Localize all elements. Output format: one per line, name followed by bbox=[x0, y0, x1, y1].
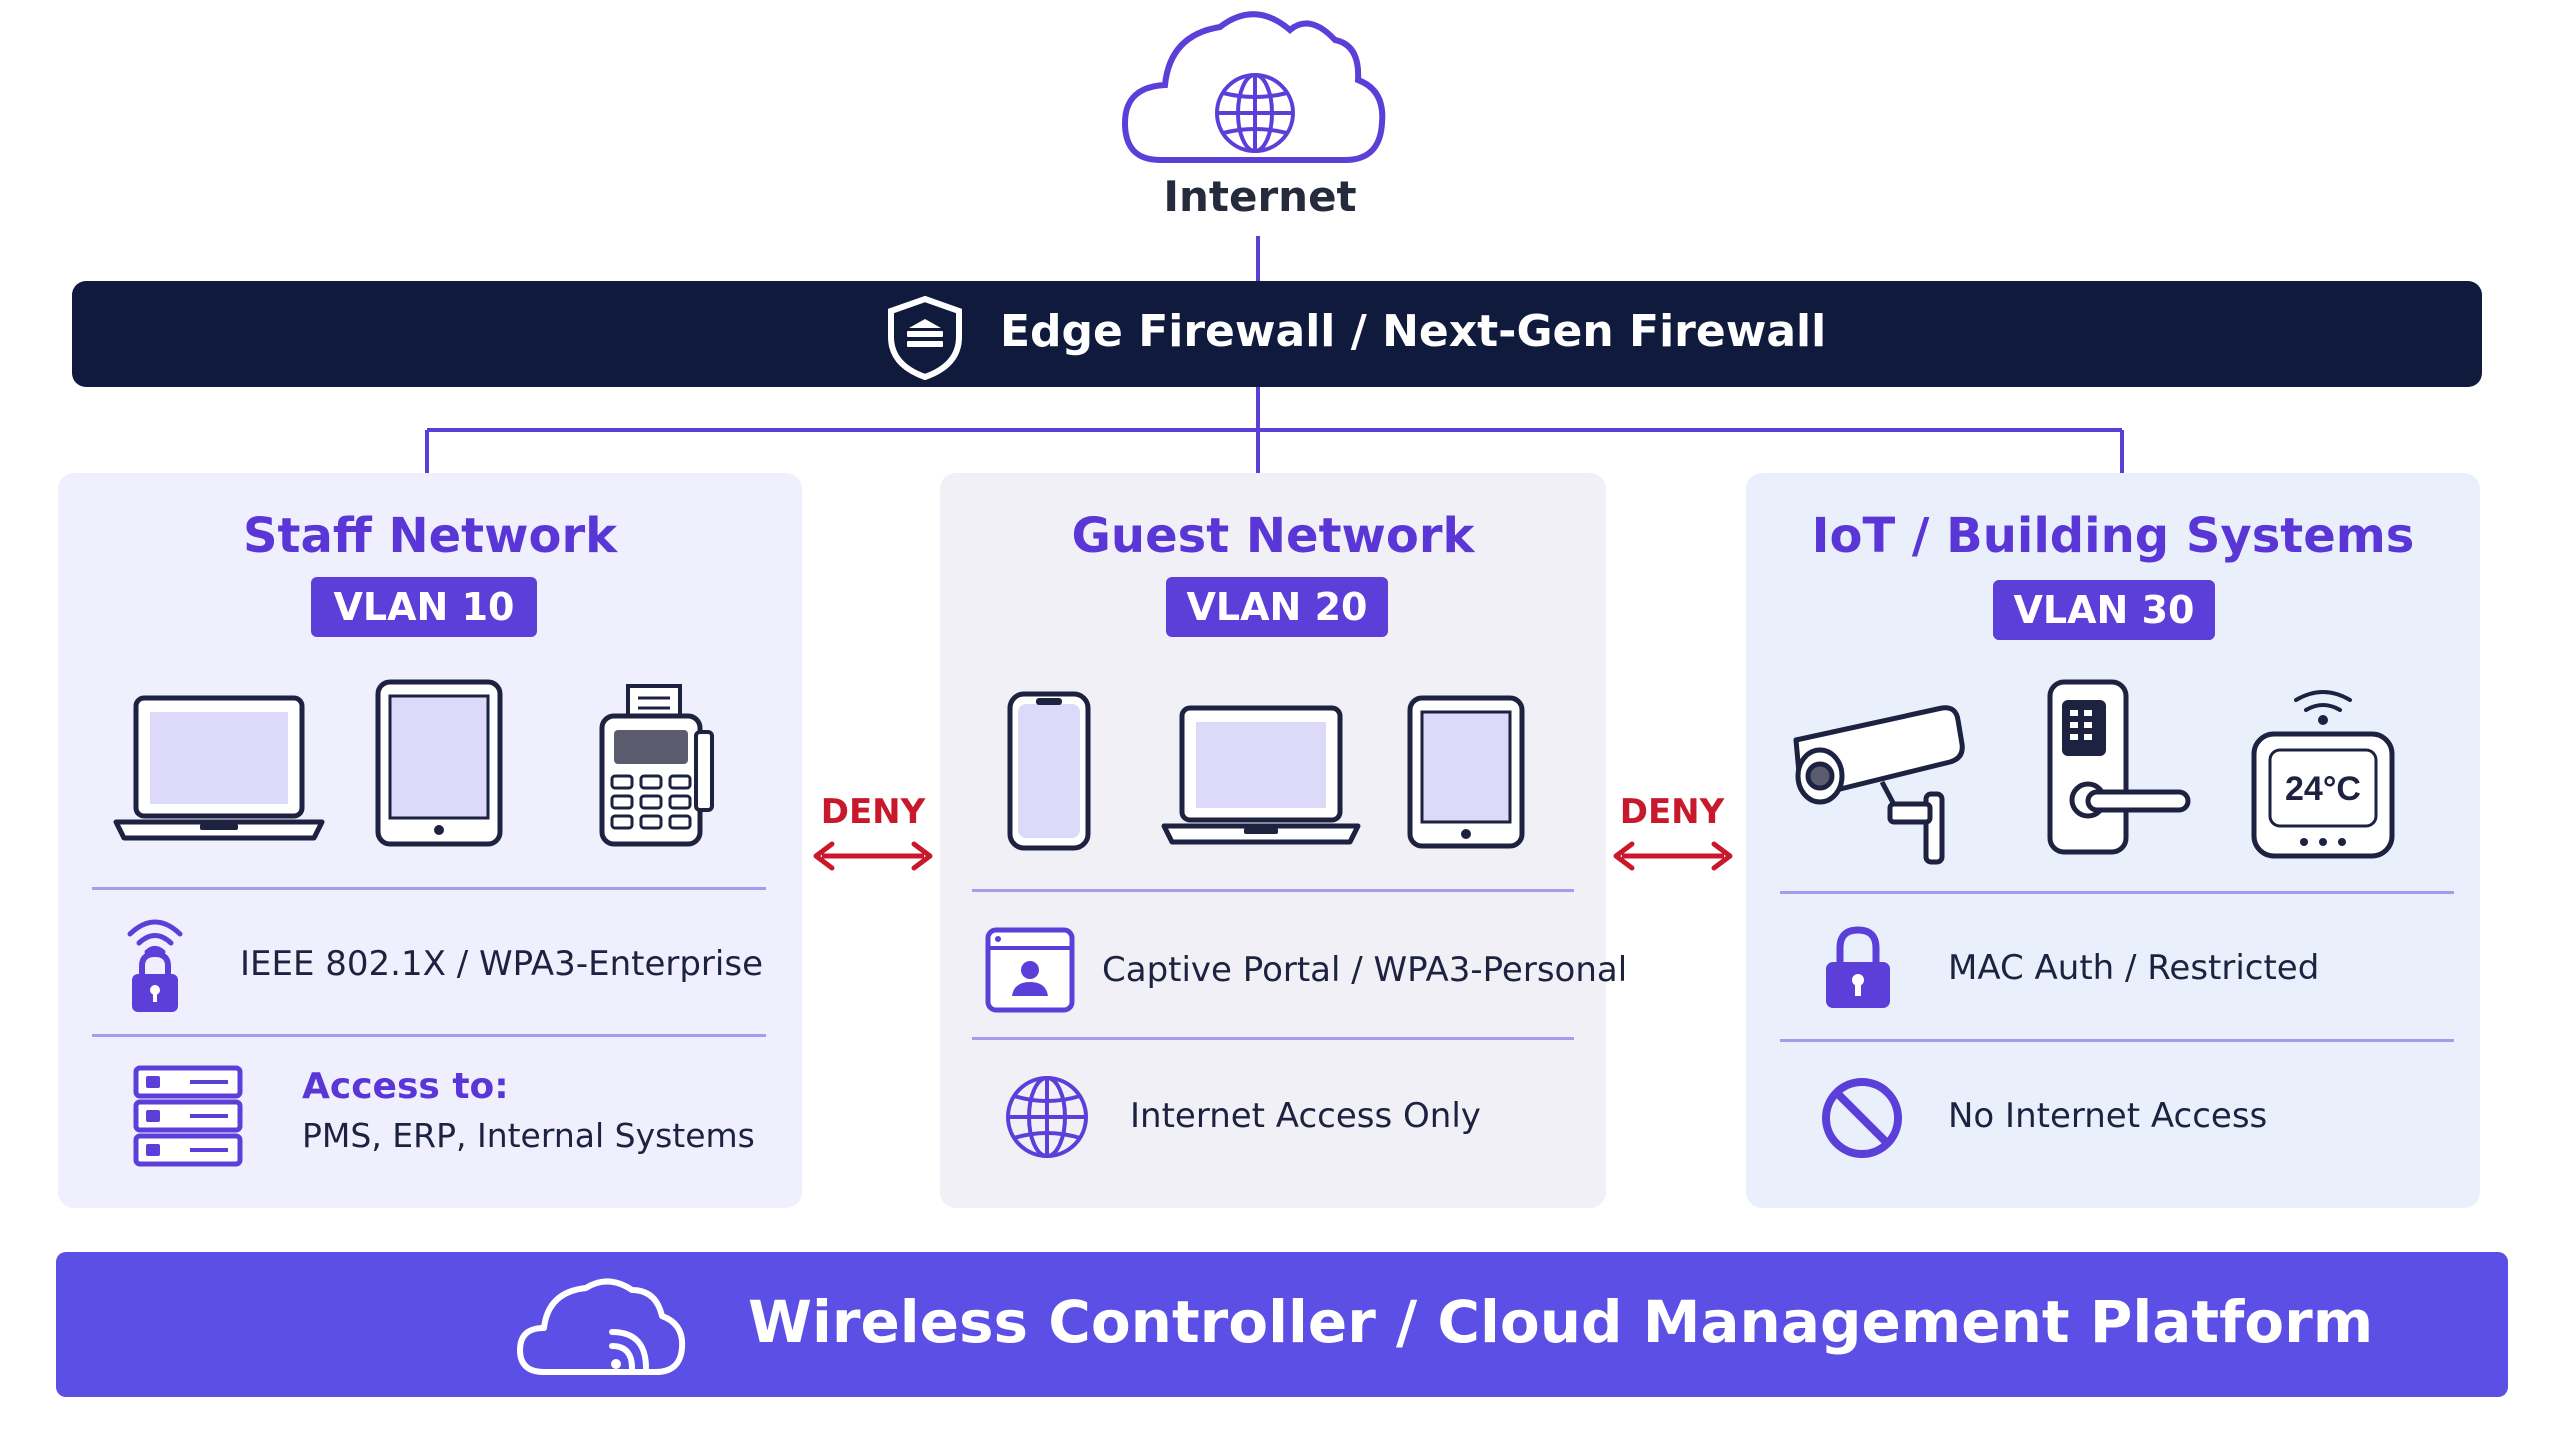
iot-divider-2 bbox=[1780, 1039, 2454, 1042]
staff-access-title: Access to: bbox=[302, 1066, 509, 1107]
firewall-label: Edge Firewall / Next-Gen Firewall bbox=[1000, 306, 1827, 357]
staff-divider-1 bbox=[92, 887, 766, 890]
guest-vlan-badge: VLAN 20 bbox=[1166, 577, 1388, 637]
lock-icon bbox=[1826, 926, 1890, 1008]
wireless-controller-bar bbox=[56, 1252, 2508, 1397]
deny-label-right: DENY bbox=[1619, 792, 1725, 832]
iot-auth-text: MAC Auth / Restricted bbox=[1948, 948, 2320, 988]
smart-lock-icon bbox=[2047, 679, 2191, 855]
guest-access-text: Internet Access Only bbox=[1130, 1096, 1481, 1136]
guest-auth-text: Captive Portal / WPA3-Personal bbox=[1102, 950, 1628, 990]
staff-divider-2 bbox=[92, 1034, 766, 1037]
laptop-icon bbox=[113, 695, 325, 841]
guest-divider-2 bbox=[972, 1037, 1574, 1040]
thermostat-reading: 24°C bbox=[2285, 770, 2361, 808]
laptop-icon bbox=[1161, 705, 1361, 845]
captive-portal-icon bbox=[985, 927, 1075, 1013]
internet-label: Internet bbox=[1163, 172, 1357, 221]
staff-network-title: Staff Network bbox=[242, 508, 618, 564]
thermostat-icon: 24°C bbox=[2251, 690, 2395, 859]
security-camera-icon bbox=[1793, 705, 1965, 865]
guest-network-title: Guest Network bbox=[1071, 508, 1475, 564]
iot-vlan-badge: VLAN 30 bbox=[1993, 580, 2215, 640]
server-rack-icon bbox=[133, 1065, 243, 1167]
iot-network-title: IoT / Building Systems bbox=[1811, 508, 2415, 564]
staff-vlan-badge: VLAN 10 bbox=[311, 577, 537, 637]
shield-icon bbox=[888, 295, 962, 381]
smartphone-icon bbox=[1007, 691, 1091, 851]
wifi-lock-icon bbox=[127, 919, 183, 1012]
deny-label-left: DENY bbox=[820, 792, 926, 832]
iot-access-text: No Internet Access bbox=[1948, 1096, 2268, 1136]
tablet-icon bbox=[375, 679, 503, 847]
firewall-bar bbox=[72, 281, 2482, 387]
payment-terminal-icon bbox=[599, 684, 714, 847]
deny-arrow-left bbox=[813, 841, 933, 871]
globe-cloud-icon bbox=[1121, 11, 1386, 163]
guest-divider-1 bbox=[972, 889, 1574, 892]
staff-access-body: PMS, ERP, Internal Systems bbox=[302, 1116, 755, 1155]
tablet-icon bbox=[1407, 695, 1525, 849]
cloud-wifi-icon bbox=[517, 1278, 686, 1375]
globe-icon bbox=[1006, 1076, 1088, 1158]
iot-divider-1 bbox=[1780, 891, 2454, 894]
no-entry-icon bbox=[1822, 1078, 1902, 1158]
wireless-controller-label: Wireless Controller / Cloud Management P… bbox=[748, 1288, 2374, 1356]
deny-arrow-right bbox=[1613, 841, 1733, 871]
staff-auth-text: IEEE 802.1X / WPA3-Enterprise bbox=[240, 944, 763, 984]
